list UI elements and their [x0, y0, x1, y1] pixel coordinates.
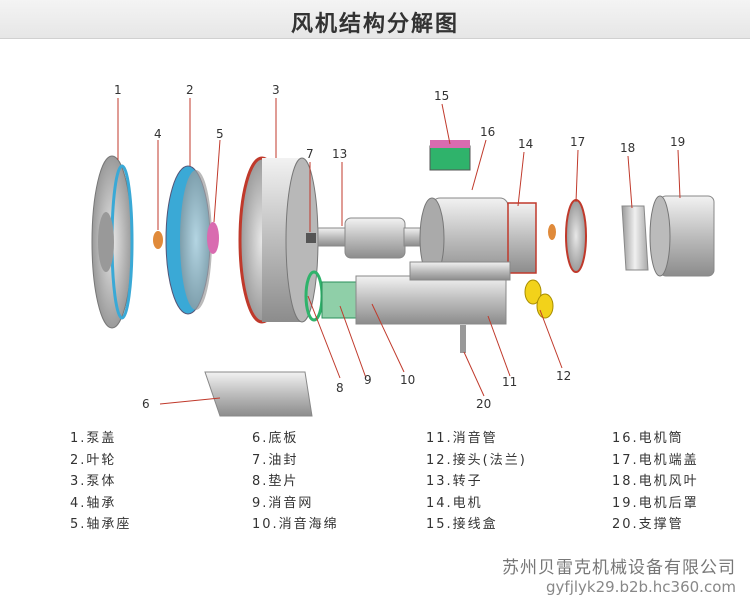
legend-column-4: 16.电机筒 17.电机端盖 18.电机风叶 19.电机后罩 20.支撑管	[612, 428, 699, 536]
legend-item: 10.消音海绵	[252, 517, 339, 532]
callout-11: 11	[502, 375, 517, 389]
legend-item: 9.消音网	[252, 495, 314, 511]
rotor-part	[317, 217, 427, 259]
motor-end-cover-part	[548, 199, 587, 273]
website-url: gyfjlyk29.b2b.hc360.com	[546, 578, 736, 596]
callout-5: 5	[216, 127, 224, 141]
legend-column-2: 6.底板 7.油封 8.垫片 9.消音网 10.消音海绵	[252, 428, 339, 536]
callout-19: 19	[670, 135, 685, 149]
motor-rear-cover-part	[649, 195, 715, 277]
legend-item: 4.轴承	[70, 495, 117, 511]
legend-item: 13.转子	[426, 474, 483, 489]
flange-part	[524, 279, 554, 319]
callout-12: 12	[556, 369, 571, 383]
legend-item: 12.接头(法兰)	[426, 452, 527, 468]
legend-item: 17.电机端盖	[612, 452, 699, 468]
callout-20: 20	[476, 397, 491, 411]
bearing-part	[153, 231, 163, 249]
callout-14: 14	[518, 137, 533, 151]
legend-item: 19.电机后罩	[612, 495, 699, 511]
callout-4: 4	[154, 127, 162, 141]
legend-item: 14.电机	[426, 495, 483, 511]
callout-13: 13	[332, 147, 347, 161]
footer	[0, 546, 750, 601]
callout-2: 2	[186, 83, 194, 97]
silencer-part	[304, 261, 511, 325]
leader-lines	[117, 98, 681, 405]
exploded-diagram: 1 2 3 4 5 6 7 8 9 10 11 12 13 14 15 16 1…	[91, 83, 715, 417]
oil-seal-part	[306, 233, 316, 243]
legend-item: 3.泵体	[70, 474, 117, 489]
legend-item: 18.电机风叶	[612, 474, 699, 489]
legend-item: 6.底板	[252, 431, 299, 446]
title-bar: 风机结构分解图	[0, 0, 750, 39]
callout-labels: 1 2 3 4 5 6 7 8 9 10 11 12 13 14 15 16 1…	[114, 83, 685, 411]
legend-item: 20.支撑管	[612, 517, 684, 532]
support-pipe-part	[460, 325, 466, 353]
legend-item: 8.垫片	[252, 474, 299, 489]
legend-item: 16.电机筒	[612, 431, 684, 446]
pump-cover-part	[91, 155, 134, 329]
legend-item: 1.泵盖	[70, 431, 117, 446]
callout-9: 9	[364, 373, 372, 387]
base-plate-part	[204, 371, 313, 417]
legend-item: 15.接线盒	[426, 517, 498, 532]
callout-1: 1	[114, 83, 122, 97]
callout-18: 18	[620, 141, 635, 155]
pump-body-part	[238, 156, 319, 324]
callout-6: 6	[142, 397, 150, 411]
legend-item: 7.油封	[252, 452, 299, 468]
legend-column-3: 11.消音管 12.接头(法兰) 13.转子 14.电机 15.接线盒	[426, 428, 527, 536]
motor-fan-part	[621, 205, 649, 271]
terminal-box-part	[429, 140, 471, 171]
callout-8: 8	[336, 381, 344, 395]
callout-16: 16	[480, 125, 495, 139]
legend-item: 11.消音管	[426, 431, 498, 446]
callout-10: 10	[400, 373, 415, 387]
legend-item: 2.叶轮	[70, 452, 117, 468]
bearing-seat-part	[207, 222, 219, 254]
company-name: 苏州贝雷克机械设备有限公司	[502, 558, 736, 578]
page-title: 风机结构分解图	[290, 12, 459, 37]
legend-item: 5.轴承座	[70, 517, 132, 532]
callout-17: 17	[570, 135, 585, 149]
legend-column-1: 1.泵盖 2.叶轮 3.泵体 4.轴承 5.轴承座	[70, 428, 131, 536]
callout-15: 15	[434, 89, 449, 103]
motor-part	[419, 197, 537, 279]
callout-7: 7	[306, 147, 314, 161]
impeller-part	[165, 165, 212, 315]
callout-3: 3	[272, 83, 280, 97]
